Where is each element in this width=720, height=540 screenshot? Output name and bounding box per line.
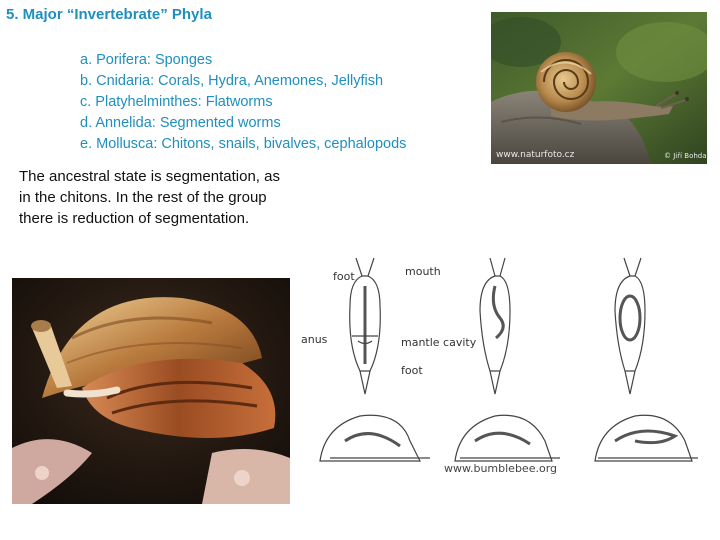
label-mouth: mouth: [405, 265, 441, 278]
list-item: c. Platyhelminthes: Flatworms: [80, 94, 273, 110]
body-line: The ancestral state is segmentation, as: [19, 168, 280, 185]
torsion-diagram-right: [470, 246, 700, 478]
torsion-diagram: [290, 246, 565, 478]
cone-snail-photo: [12, 278, 290, 504]
photo-credit: www.naturfoto.cz: [496, 150, 575, 160]
body-line: there is reduction of segmentation.: [19, 210, 250, 227]
photo-credit: © Jiří Bohdal: [664, 152, 709, 160]
diagram-watermark: www.bumblebee.org: [444, 462, 558, 475]
label-anus: anus: [301, 333, 328, 346]
label-mantle-cavity: mantle cavity: [401, 336, 477, 349]
list-item: d. Annelida: Segmented worms: [80, 115, 281, 131]
label-foot: foot: [333, 270, 355, 283]
phyla-list: a. Porifera: Sponges b. Cnidaria: Corals…: [80, 50, 406, 155]
body-paragraph: The ancestral state is segmentation, as …: [19, 166, 319, 229]
label-foot: foot: [401, 364, 423, 377]
snail-photo: [491, 12, 707, 164]
list-item: e. Mollusca: Chitons, snails, bivalves, …: [80, 136, 407, 152]
list-item: a. Porifera: Sponges: [80, 52, 213, 68]
body-line: in the chitons. In the rest of the group: [19, 189, 267, 206]
list-item: b. Cnidaria: Corals, Hydra, Anemones, Je…: [80, 73, 384, 89]
slide-title: 5. Major “Invertebrate” Phyla: [6, 6, 212, 23]
